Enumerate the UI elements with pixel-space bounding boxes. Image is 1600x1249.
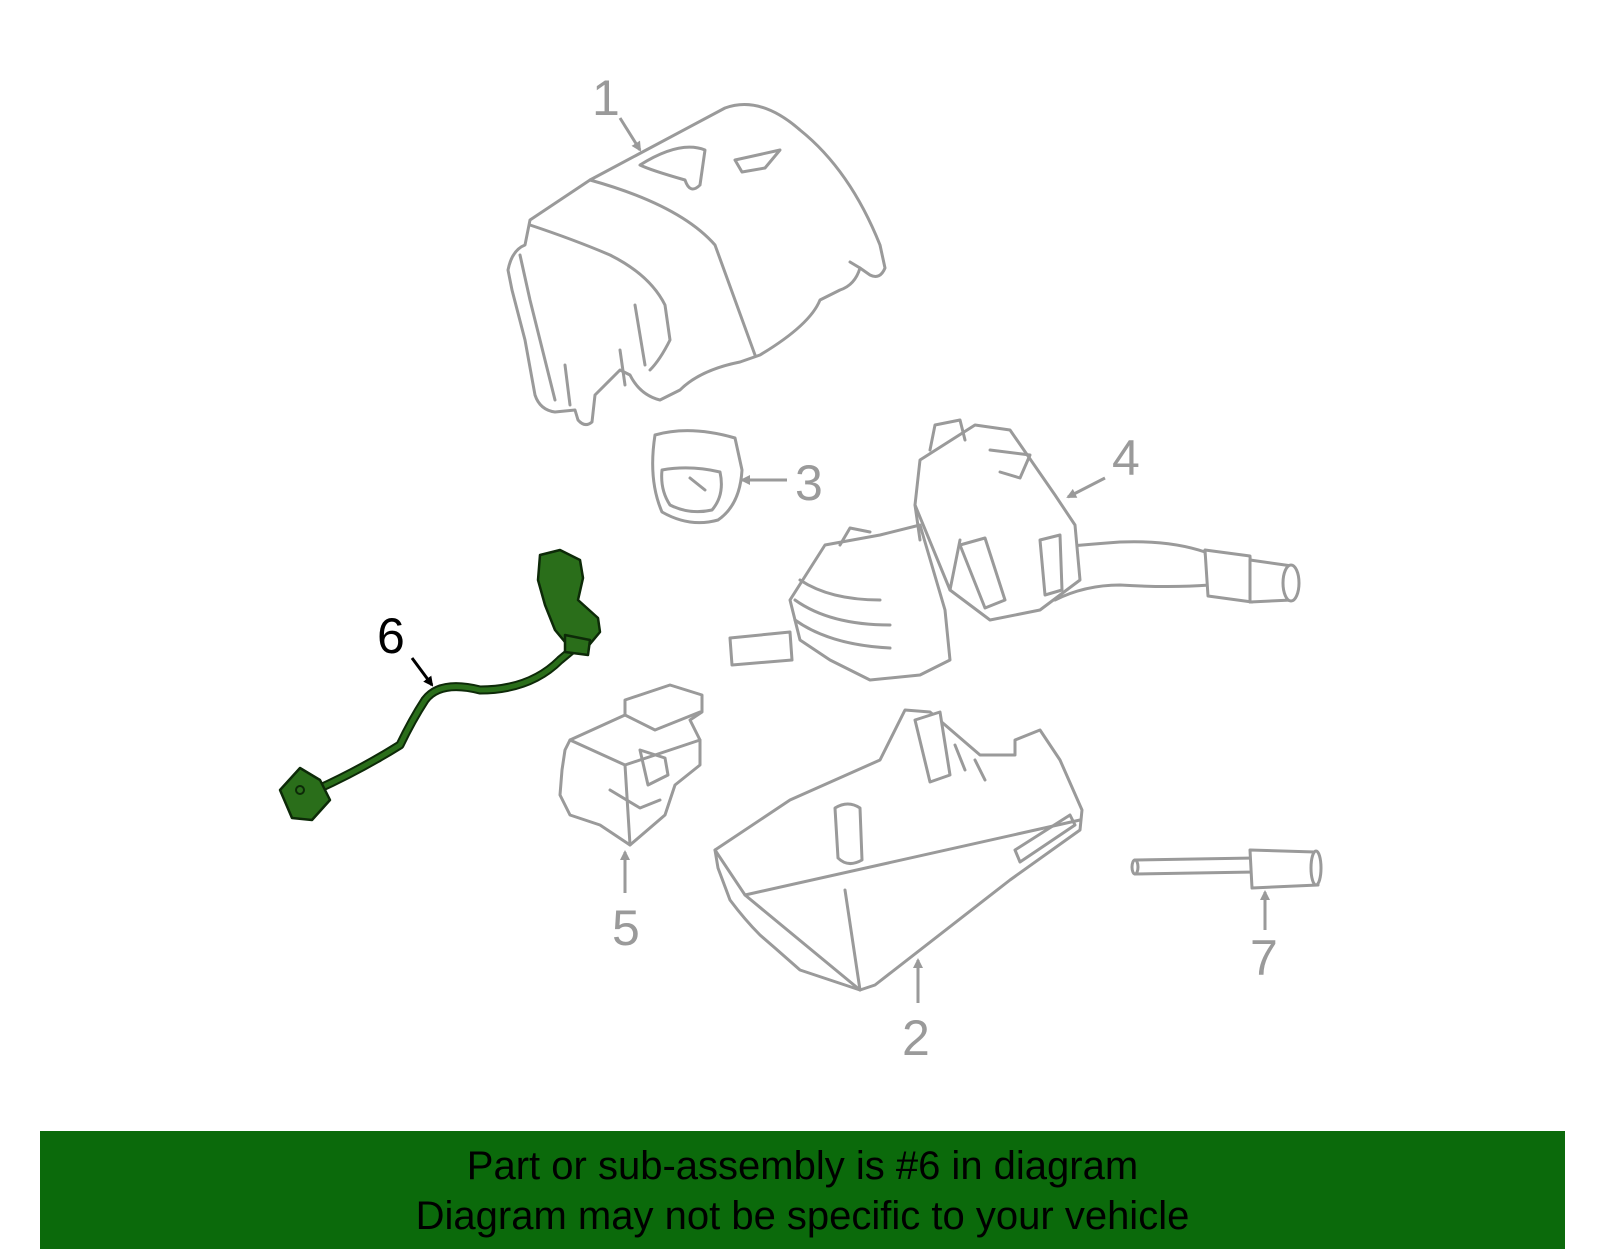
callout-1: 1	[592, 70, 620, 126]
banner-line-1: Part or sub-assembly is #6 in diagram	[466, 1144, 1139, 1188]
info-banner: Part or sub-assembly is #6 in diagram Di…	[40, 1131, 1565, 1249]
banner-line-2: Diagram may not be specific to your vehi…	[415, 1194, 1190, 1238]
part-6-wiring-harness	[278, 548, 602, 822]
leader-1	[618, 117, 642, 152]
callout-2: 2	[902, 1010, 930, 1066]
parts-diagram: 1 2 3 4 5 6 7	[278, 70, 1323, 1066]
callout-4: 4	[1112, 430, 1140, 486]
leader-6	[410, 657, 434, 687]
callout-7: 7	[1250, 930, 1278, 986]
part-7-pin	[1130, 848, 1323, 890]
callout-3: 3	[795, 455, 823, 511]
callout-6: 6	[377, 608, 405, 664]
part-3-trim-cap	[651, 429, 744, 525]
leader-4	[1066, 476, 1106, 499]
callout-5: 5	[612, 900, 640, 956]
part-1-upper-shroud	[506, 103, 887, 427]
part-4-multifunction-switch	[728, 418, 1301, 682]
part-5-bracket	[558, 683, 704, 847]
part-2-lower-shroud	[713, 708, 1084, 992]
